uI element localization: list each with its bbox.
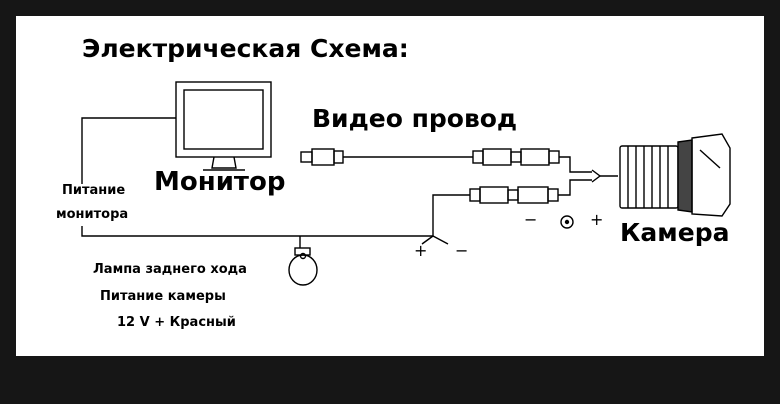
diagram-title: Электрическая Схема:: [82, 34, 409, 63]
ground-terminals: [421, 235, 449, 245]
reverse-lamp-label: Лампа заднего хода: [93, 262, 247, 277]
monitor-power-wire: [81, 117, 416, 237]
polarity-plus-symbol: +: [590, 210, 604, 229]
camera-power-cable: [416, 169, 618, 237]
camera-label: Камера: [620, 218, 730, 247]
voltage-label: 12 V + Красный: [117, 315, 236, 330]
monitor-power-label-line1: Питание: [62, 183, 126, 198]
plus-terminal-symbol: +: [414, 241, 428, 260]
minus-terminal-symbol: −: [455, 241, 469, 260]
camera-icon: [619, 133, 731, 217]
camera-power-label: Питание камеры: [100, 289, 226, 304]
monitor-power-label-line2: монитора: [56, 207, 129, 222]
video-cable: [300, 148, 592, 173]
polarity-minus-symbol: −: [524, 210, 538, 229]
camera-polarity-icon: [560, 215, 574, 229]
diagram-panel: [16, 16, 764, 356]
lamp-bulb-icon: [288, 236, 318, 286]
video-wire-label: Видео провод: [312, 104, 518, 133]
monitor-label: Монитор: [154, 167, 286, 197]
monitor-icon: [175, 81, 272, 171]
